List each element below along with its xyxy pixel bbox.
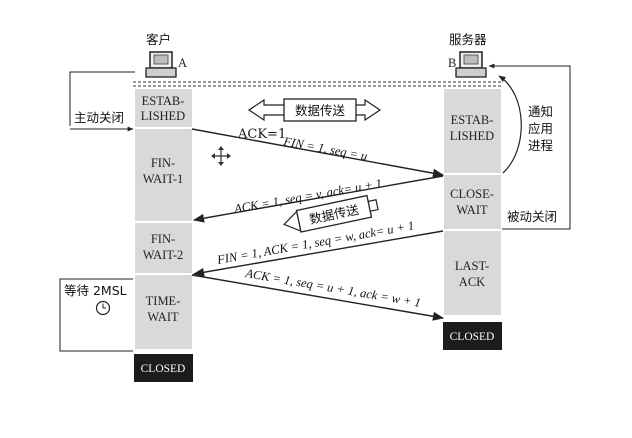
server-timeline: ESTAB- LISHED CLOSE- WAIT LAST- ACK CLOS… — [443, 89, 502, 350]
move-cursor-icon — [211, 146, 231, 166]
client-established-line1: ESTAB- — [142, 94, 185, 108]
server-close-wait-line2: WAIT — [456, 203, 488, 217]
client-state-fin-wait-2 — [135, 223, 192, 273]
client-time-wait-line2: WAIT — [147, 310, 179, 324]
server-computer-icon — [455, 51, 487, 78]
client-host: 客户 A — [145, 32, 187, 78]
passive-close-label: 被动关闭 — [507, 209, 557, 224]
message-fin-1: ACK=1 FIN = 1, seq = u — [191, 127, 445, 178]
client-closed-label: CLOSED — [141, 363, 186, 375]
client-established-line2: LISHED — [141, 109, 185, 123]
server-state-last-ack — [444, 231, 501, 315]
wait-2msl-annotation: 等待 2MSL — [59, 278, 133, 352]
server-close-wait-line1: CLOSE- — [450, 187, 494, 201]
data-transfer-mid: 数据传送 — [283, 194, 379, 233]
client-tag: A — [178, 56, 187, 70]
client-state-established — [135, 89, 192, 127]
server-closed-label: CLOSED — [450, 331, 495, 343]
active-close-annotation: 主动关闭 — [69, 71, 135, 132]
notify-line3: 进程 — [528, 138, 554, 153]
server-state-closed — [443, 322, 502, 350]
network-line — [133, 81, 502, 87]
client-state-time-wait — [135, 275, 192, 349]
client-fin-wait-2-line1: FIN- — [151, 232, 175, 246]
client-time-wait-line1: TIME- — [146, 294, 181, 308]
notify-line1: 通知 — [528, 104, 553, 119]
notify-app-annotation: 通知 应用 进程 — [498, 75, 554, 174]
data-transfer-top: 数据传送 — [247, 98, 382, 122]
notify-line2: 应用 — [528, 121, 553, 136]
client-fin-wait-2-line2: WAIT-2 — [143, 248, 184, 262]
wait-2msl-label: 等待 2MSL — [64, 283, 127, 298]
client-state-closed — [134, 354, 193, 382]
client-timeline: ESTAB- LISHED FIN- WAIT-1 FIN- WAIT-2 TI… — [134, 89, 193, 382]
client-computer-icon — [145, 51, 177, 78]
active-close-label: 主动关闭 — [74, 110, 124, 125]
fin1-prefix-label: ACK=1 — [237, 127, 286, 142]
server-established-line1: ESTAB- — [451, 113, 494, 127]
client-state-fin-wait-1 — [135, 129, 192, 221]
client-fin-wait-1-line2: WAIT-1 — [143, 172, 184, 186]
server-last-ack-line2: ACK — [459, 275, 485, 289]
server-established-line2: LISHED — [450, 129, 494, 143]
data-transfer-top-label: 数据传送 — [295, 103, 346, 118]
notify-curve-arrow — [498, 75, 522, 174]
server-last-ack-line1: LAST- — [455, 259, 489, 273]
server-state-close-wait — [444, 175, 501, 229]
client-fin-wait-1-line1: FIN- — [151, 156, 175, 170]
server-state-established — [444, 89, 501, 173]
client-title: 客户 — [146, 32, 171, 47]
fin1-label: FIN = 1, seq = u — [281, 134, 368, 163]
server-tag: B — [448, 56, 456, 70]
passive-close-annotation: 被动关闭 — [488, 63, 571, 230]
clock-icon — [95, 300, 111, 316]
server-title: 服务器 — [449, 32, 487, 47]
message-ack-2: ACK = 1, seq = u + 1, ack = w + 1 — [191, 266, 445, 321]
server-host: 服务器 B — [448, 32, 487, 78]
